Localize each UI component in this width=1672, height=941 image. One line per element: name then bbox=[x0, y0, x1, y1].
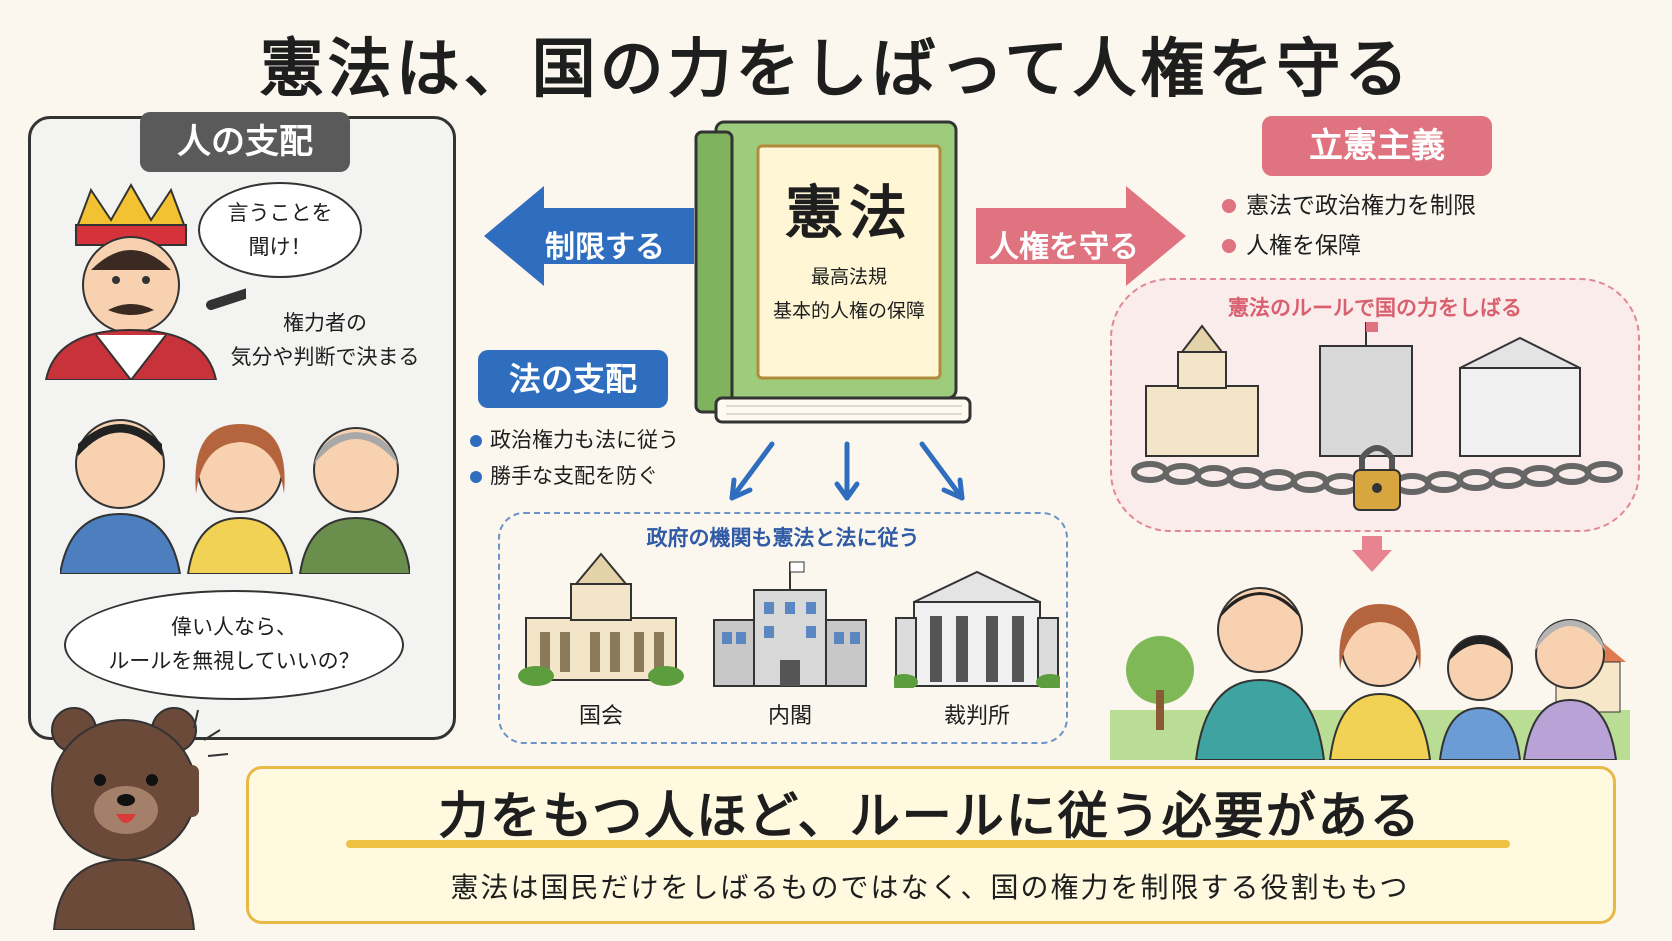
sub-message: 憲法は国民だけをしばるものではなく、国の権力を制限する役割ももつ bbox=[450, 871, 1410, 904]
king-illustration bbox=[44, 182, 246, 380]
rule-of-law-heading: 法の支配 bbox=[478, 350, 668, 408]
institution-label-diet: 国会 bbox=[578, 704, 623, 729]
highlight-underline bbox=[346, 840, 1510, 848]
diet-building-icon bbox=[518, 552, 684, 686]
limit-arrow bbox=[484, 186, 694, 286]
bullet-dot-icon bbox=[470, 435, 482, 447]
protect-rights-arrow bbox=[976, 186, 1186, 286]
book-line1: 最高法規 bbox=[810, 266, 887, 288]
page-title: 憲法は、国の力をしばって人権を守る bbox=[259, 33, 1413, 107]
constitution-book bbox=[694, 120, 972, 424]
king-caption: 権力者の 気分や判断で決まる bbox=[230, 311, 420, 369]
bullet-dot-icon bbox=[470, 471, 482, 483]
king-speech-text: 言うことを 聞け！ bbox=[227, 201, 333, 259]
book-line2: 基本的人権の保障 bbox=[772, 300, 925, 322]
worried-people-illustration bbox=[60, 419, 410, 574]
chain-caption: 憲法のルールで国の力をしばる bbox=[1228, 296, 1522, 320]
constitutionalism-heading: 立憲主義 bbox=[1262, 116, 1492, 176]
protect-rights-arrow-label: 人権を守る bbox=[989, 230, 1139, 265]
book-title: 憲法 bbox=[784, 179, 913, 247]
institutions-caption: 政府の機関も憲法と法に従う bbox=[646, 526, 920, 550]
court-building-icon bbox=[894, 570, 1060, 688]
constitutionalism-point-2: 人権を保障 bbox=[1222, 228, 1361, 264]
cabinet-building-icon bbox=[713, 561, 867, 687]
bullet-dot-icon bbox=[1222, 199, 1236, 213]
bear-mascot-illustration bbox=[51, 707, 229, 930]
people-speech-bubble: 偉い人なら、 ルールを無視していいの？ bbox=[64, 590, 404, 700]
happy-family-illustration bbox=[1110, 587, 1630, 760]
rule-of-law-point-1: 政治権力も法に従う bbox=[470, 422, 679, 458]
bullet-dot-icon bbox=[1222, 239, 1236, 253]
limit-arrow-label: 制限する bbox=[545, 230, 665, 265]
king-speech-bubble: 言うことを 聞け！ bbox=[198, 182, 362, 278]
down-arrows bbox=[729, 441, 965, 501]
rule-of-law-point-2: 勝手な支配を防ぐ bbox=[470, 458, 658, 494]
rule-of-man-heading: 人の支配 bbox=[140, 112, 350, 172]
down-arrow-icon bbox=[1352, 536, 1392, 572]
constitutionalism-point-1: 憲法で政治権力を制限 bbox=[1222, 188, 1476, 224]
institution-label-court: 裁判所 bbox=[943, 704, 1010, 729]
chained-government-illustration bbox=[1131, 322, 1623, 511]
main-message: 力をもつ人ほど、ルールに従う必要がある bbox=[438, 787, 1422, 845]
people-speech-text: 偉い人なら、 ルールを無視していいの？ bbox=[108, 615, 360, 673]
institution-label-cabinet: 内閣 bbox=[767, 704, 812, 729]
institutions-box bbox=[498, 512, 1068, 744]
